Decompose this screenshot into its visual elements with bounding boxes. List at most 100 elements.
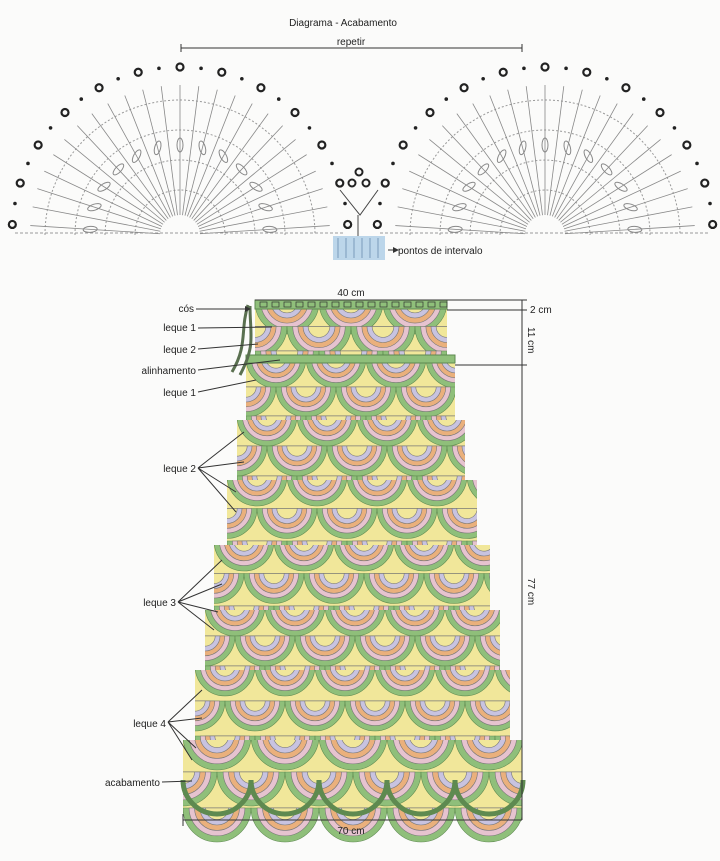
fan-scallop-arc xyxy=(456,508,477,519)
picot-flower xyxy=(425,107,435,118)
fan-scallop-arc xyxy=(233,605,255,610)
picot-dot xyxy=(26,161,30,166)
stitch-spoke xyxy=(556,113,634,220)
cluster-stitch xyxy=(218,149,229,163)
fan-scallop-arc xyxy=(265,415,287,420)
fan-scallop-arc xyxy=(323,573,345,584)
waistband-stitch xyxy=(379,301,388,308)
waistband-stitch xyxy=(427,301,436,308)
stitch-spoke xyxy=(91,113,169,220)
fan-scallop-arc xyxy=(473,605,490,610)
fan-scallop-arc xyxy=(341,740,365,748)
repeat-label: repetir xyxy=(337,37,366,48)
stitch-spoke xyxy=(64,139,165,223)
fan-scallop-arc xyxy=(274,735,296,740)
stitch-spoke xyxy=(160,86,178,216)
stitch-spoke xyxy=(560,139,661,223)
fan-scallop-arc xyxy=(244,700,266,712)
fan-scallop-arc xyxy=(405,610,425,617)
fan-scallop-arc xyxy=(286,445,308,457)
stitch-spoke xyxy=(53,154,164,225)
fan-scallop-arc xyxy=(273,740,297,748)
fan-scallop-arc xyxy=(434,635,456,647)
fan-scallop-arc xyxy=(483,573,490,592)
cluster-stitch xyxy=(477,163,490,176)
cluster-stitch xyxy=(112,163,125,176)
join-stitches xyxy=(339,189,379,216)
picot-dot xyxy=(522,66,526,71)
fan-scallop-arc xyxy=(505,670,510,680)
label-leque-1-top: leque 1 xyxy=(163,323,196,334)
alignment-band xyxy=(245,354,456,364)
picot-dot xyxy=(307,126,312,130)
fan-scallop-arc xyxy=(353,605,375,610)
top-width-label: 40 cm xyxy=(337,288,364,299)
stitch-spoke xyxy=(489,95,539,217)
cluster-stitch xyxy=(452,203,467,212)
stitch-spoke xyxy=(429,139,530,223)
fan-round xyxy=(409,99,681,236)
acabamento-border xyxy=(452,779,526,817)
cluster-stitch xyxy=(600,163,613,176)
skirt-tier xyxy=(246,362,455,420)
waistband-stitch xyxy=(367,301,376,308)
fan-scallop-arc xyxy=(304,700,326,712)
picot-dot xyxy=(13,201,17,206)
stitch-spoke xyxy=(30,225,161,235)
skirt-tier xyxy=(214,545,490,610)
picot-flower xyxy=(540,62,550,72)
fan-scallop-arc xyxy=(396,508,418,519)
stitch-spoke xyxy=(32,206,161,232)
picot-flower xyxy=(682,140,692,150)
stitch-spoke xyxy=(193,125,283,221)
fan-scallop-arc xyxy=(336,508,358,519)
label-leque-2-top: leque 2 xyxy=(163,345,196,356)
cluster-stitch xyxy=(258,203,273,212)
fan-scallop-arc xyxy=(487,476,507,486)
fan-scallop-arc xyxy=(306,540,328,545)
fan-scallop-arc xyxy=(214,573,225,584)
fan-scallop-arc xyxy=(415,386,437,398)
skirt-tier xyxy=(205,610,500,670)
fan-round xyxy=(44,99,316,236)
fan-scallop-arc xyxy=(225,610,245,617)
fan-scallop-arc xyxy=(247,480,267,487)
label-alinhamento: alinhamento xyxy=(142,366,197,377)
fan-scallop-arc xyxy=(472,480,477,491)
fan-scallop-arc xyxy=(446,362,455,369)
picot-flower xyxy=(175,62,185,72)
fan-scallop-arc xyxy=(474,545,490,552)
fan-scallop-arc xyxy=(237,445,248,457)
stitch-spoke xyxy=(107,103,171,218)
picot-flower xyxy=(380,178,390,188)
fan-scallop-arc xyxy=(403,350,427,355)
fan-scallop-arc xyxy=(355,386,377,398)
waistband-stitch xyxy=(439,301,448,308)
cluster-stitch xyxy=(447,225,463,233)
acabamento-border xyxy=(180,779,254,817)
fan-scallop-arc xyxy=(255,326,267,338)
skirt-tier xyxy=(237,420,487,480)
fan-scallop-arc xyxy=(414,545,434,552)
skirt-schematic xyxy=(180,299,526,843)
skirt-tier xyxy=(255,306,447,355)
fan-scallop-arc xyxy=(234,545,254,552)
stitch-spoke xyxy=(195,139,296,223)
picot-flower xyxy=(459,83,469,93)
stitch-spoke xyxy=(124,95,174,217)
label-cos: cós xyxy=(178,304,194,315)
part-labels: cós leque 1 leque 2 alinhamento leque 1 … xyxy=(105,304,281,789)
cluster-stitch xyxy=(249,181,263,192)
waistband-stitch xyxy=(415,301,424,308)
picot-flower xyxy=(700,178,710,188)
skirt-tier xyxy=(195,670,510,740)
fan-scallop-arc xyxy=(467,446,487,456)
stitch-spoke xyxy=(186,95,236,217)
picot-flower xyxy=(15,178,25,188)
fan-scallop-arc xyxy=(214,735,236,740)
fan-scallop-arc xyxy=(437,420,457,427)
fan-scallop-arc xyxy=(386,362,406,369)
picot-dot xyxy=(481,76,485,81)
picot-flower xyxy=(354,167,364,177)
fan-scallop-arc xyxy=(266,362,286,369)
